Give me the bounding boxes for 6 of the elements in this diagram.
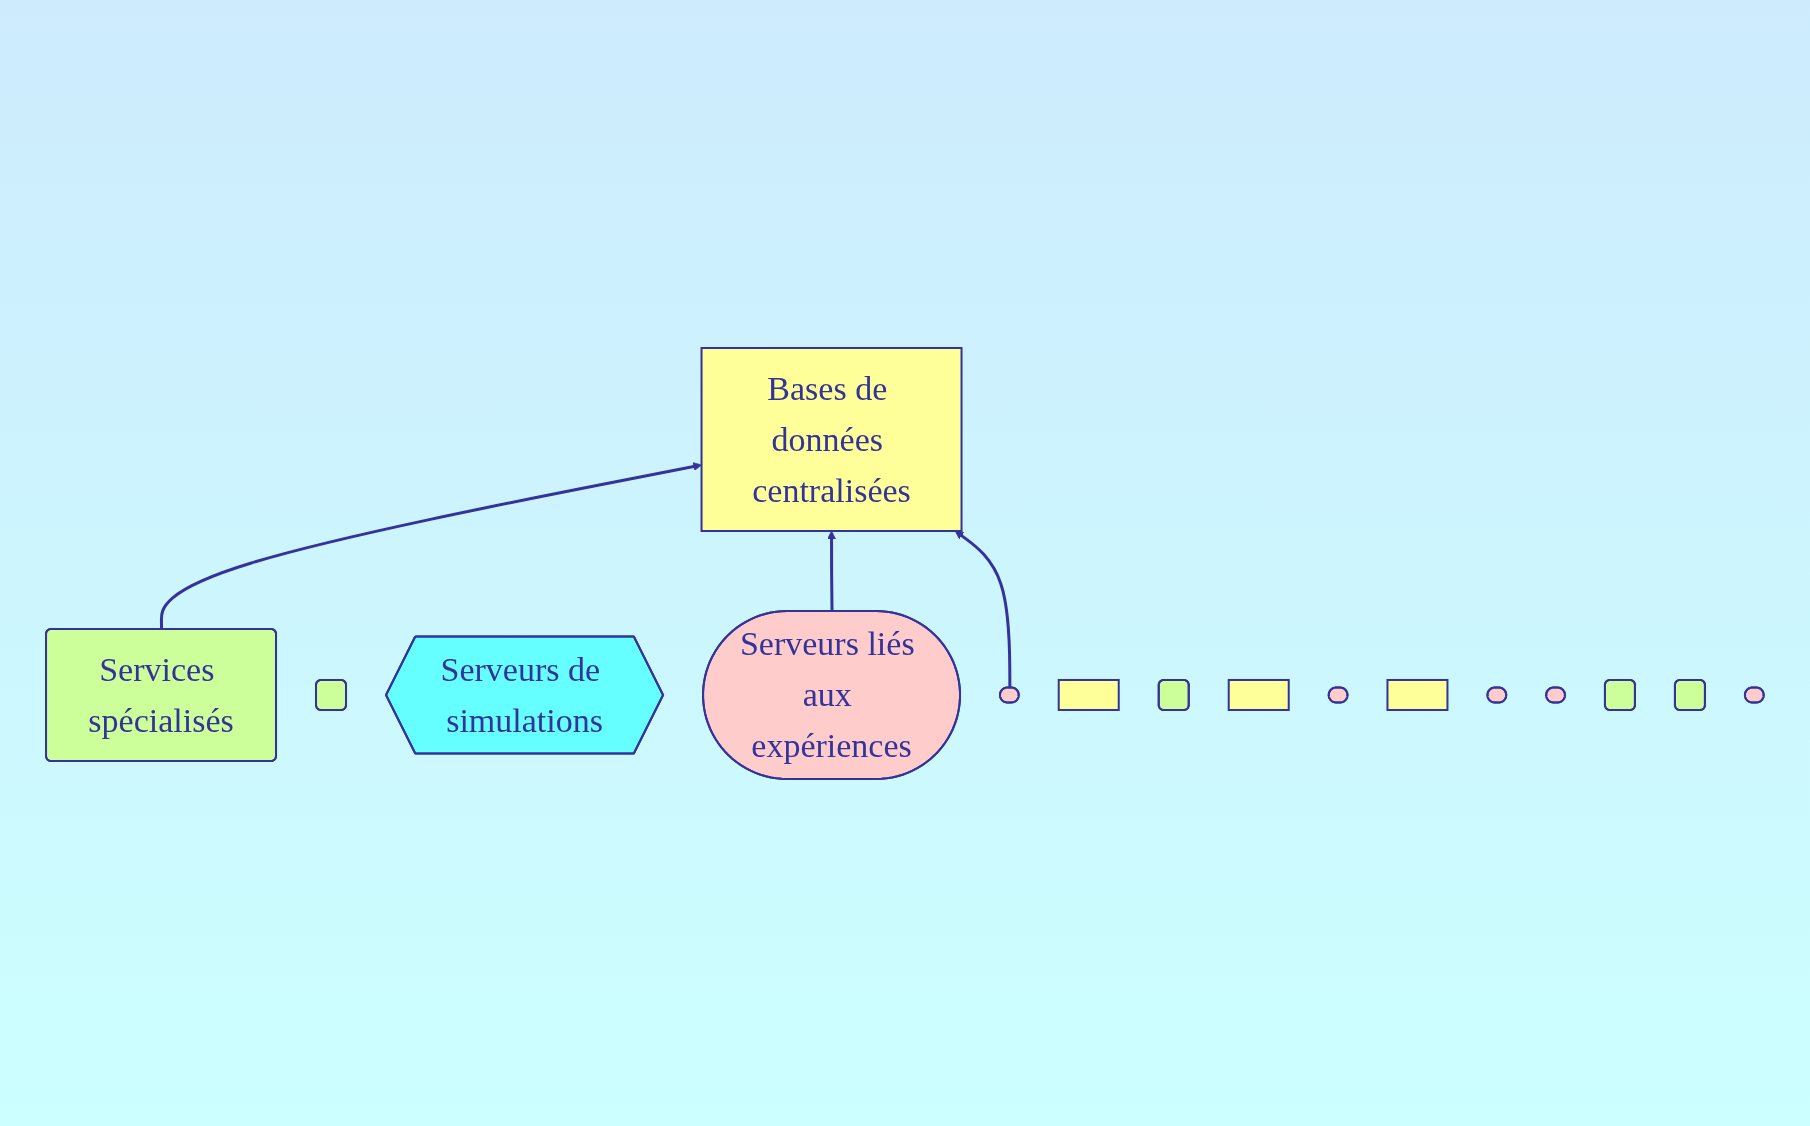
arrow [955,530,1012,688]
node-box [1227,678,1290,711]
arrow [827,530,837,611]
node-box [1386,678,1449,711]
node-box: Bases de données centralisées [700,346,963,532]
node-box [1057,678,1120,711]
